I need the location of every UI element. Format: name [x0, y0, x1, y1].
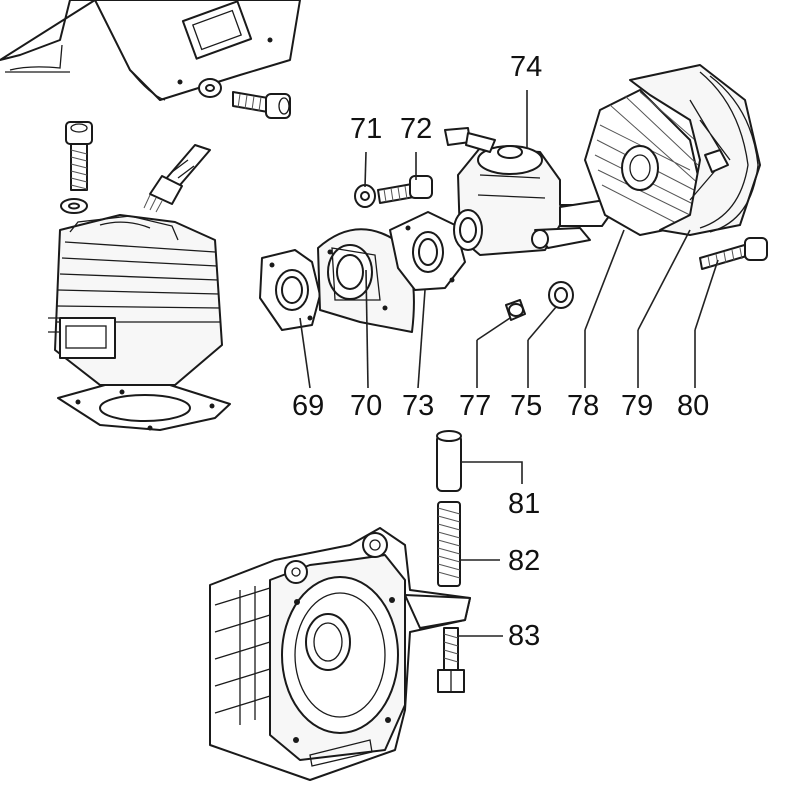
part-80-screw	[699, 237, 768, 270]
crankcase	[209, 527, 471, 781]
label-81: 81	[508, 488, 540, 520]
label-77: 77	[459, 390, 491, 422]
part-71-washer	[354, 184, 376, 208]
spark-plug	[143, 144, 211, 213]
part-labels: 69 70 71 72 73 74 75 77 78 79 80 81 82 8…	[292, 51, 709, 652]
part-82-spring	[437, 501, 461, 587]
label-72: 72	[400, 113, 432, 145]
label-71: 71	[350, 113, 382, 145]
part-79-filter-cover	[629, 64, 761, 236]
part-81-pin	[436, 430, 462, 492]
label-75: 75	[510, 390, 542, 422]
label-79: 79	[621, 390, 653, 422]
part-72-screw	[377, 175, 433, 204]
cylinder-washer	[60, 198, 88, 214]
label-80: 80	[677, 390, 709, 422]
part-73-gasket	[389, 211, 466, 291]
part-78-filter-element	[584, 89, 701, 236]
cylinder	[48, 214, 223, 401]
label-78: 78	[567, 390, 599, 422]
label-82: 82	[508, 545, 540, 577]
label-74: 74	[510, 51, 542, 83]
leader-lines	[299, 90, 719, 637]
top-bracket	[0, 0, 301, 101]
label-73: 73	[402, 390, 434, 422]
top-bolt	[232, 91, 291, 119]
part-75-nut	[548, 281, 574, 309]
part-74-carburetor	[444, 127, 613, 256]
cylinder-gasket	[57, 384, 231, 431]
part-83-adjuster	[437, 627, 465, 693]
part-69-gasket	[259, 249, 321, 331]
part-77-nipple	[505, 299, 526, 321]
cylinder-bolt	[65, 121, 93, 191]
label-69: 69	[292, 390, 324, 422]
label-70: 70	[350, 390, 382, 422]
label-83: 83	[508, 620, 540, 652]
top-washer	[198, 78, 222, 98]
